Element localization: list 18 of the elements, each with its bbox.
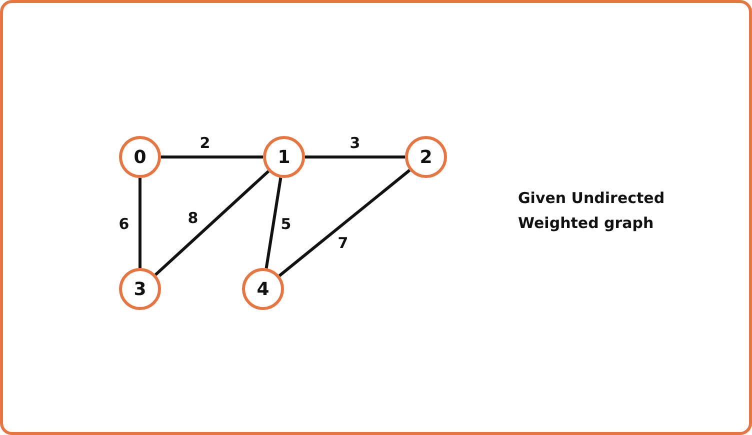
- vertex-circle: 3: [119, 268, 161, 310]
- graph-note: Given Undirected Weighted graph: [518, 188, 666, 234]
- vertex-circle: 0: [119, 136, 161, 178]
- vertex-circle: 1: [263, 136, 305, 178]
- graph-edge: [161, 156, 263, 158]
- edge-weight: 5: [280, 215, 292, 233]
- graph-edge: [264, 178, 282, 268]
- edge-weight: 6: [118, 215, 130, 233]
- graph-edge: [278, 169, 411, 277]
- vertex-circle: 2: [405, 136, 447, 178]
- graph-edge: [154, 170, 270, 276]
- graph-edge: [138, 178, 142, 268]
- graph-edge: [305, 156, 405, 158]
- edge-weight: 2: [200, 134, 210, 152]
- edge-weight: 8: [188, 209, 198, 227]
- edge-weight: 7: [338, 234, 348, 252]
- edge-weight: 3: [350, 134, 360, 152]
- vertex-circle: 4: [242, 268, 284, 310]
